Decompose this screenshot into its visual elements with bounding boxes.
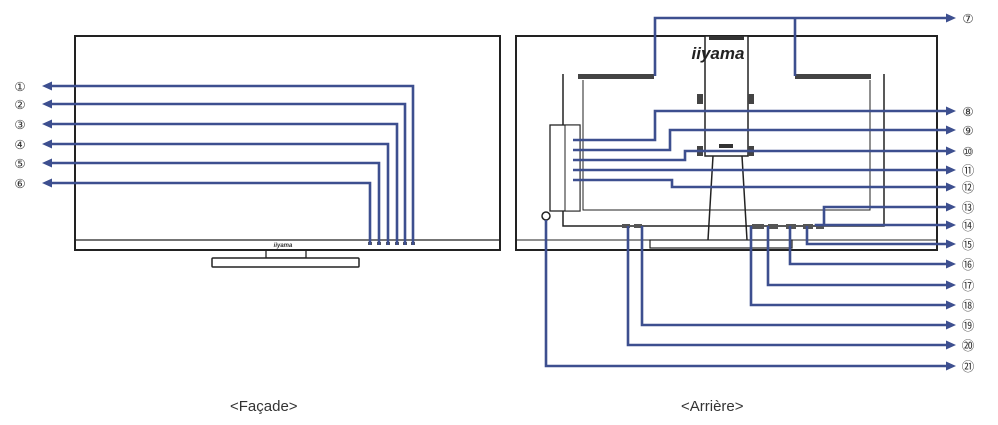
front-logo: iiyama <box>274 243 293 249</box>
rear-callout-4: ⑩ <box>962 144 973 159</box>
rear-callout-3: ⑨ <box>962 123 973 138</box>
front-callout-6: ⑥ <box>14 176 25 191</box>
rear-security-slot <box>541 211 551 221</box>
rear-callout-5: ⑪ <box>962 163 975 178</box>
front-callout-4: ④ <box>14 137 25 152</box>
rear-callout-2: ⑧ <box>962 104 973 119</box>
caption-rear: <Arrière> <box>681 398 744 415</box>
rear-vent-right <box>795 74 871 79</box>
rear-callout-10: ⑯ <box>962 257 975 272</box>
rear-callout-11: ⑰ <box>962 278 975 293</box>
front-stand-base <box>211 257 360 268</box>
front-callout-3: ③ <box>14 117 25 132</box>
front-callout-labels: ① ② ③ ④ ⑤ ⑥ <box>14 79 25 191</box>
rear-callout-13: ⑲ <box>962 318 975 333</box>
front-stand-neck <box>265 250 307 259</box>
rear-back-panel <box>582 80 871 211</box>
leader-arrowheads <box>42 13 956 371</box>
rear-callout-9: ⑮ <box>962 237 975 252</box>
rear-callout-7: ⑬ <box>962 200 975 215</box>
rear-stand-base <box>649 239 793 249</box>
rear-callout-labels: ⑦ ⑧ ⑨ ⑩ ⑪ ⑫ ⑬ ⑭ ⑮ ⑯ ⑰ ⑱ ⑲ ⑳ ㉑ <box>962 11 975 374</box>
caption-front: <Façade> <box>230 398 298 415</box>
rear-monitor: iiyama <box>515 35 938 251</box>
rear-callout-1: ⑦ <box>962 11 973 26</box>
front-callout-5: ⑤ <box>14 156 25 171</box>
rear-button-strip <box>564 124 581 212</box>
rear-callout-14: ⑳ <box>962 338 975 353</box>
rear-vent-left <box>578 74 654 79</box>
leader-lines <box>50 16 948 368</box>
rear-cable-clip <box>719 144 733 148</box>
rear-pillar-top <box>709 36 744 40</box>
rear-callout-12: ⑱ <box>962 298 975 313</box>
rear-callout-15: ㉑ <box>962 359 975 374</box>
rear-callout-6: ⑫ <box>962 180 975 195</box>
front-callout-1: ① <box>14 79 25 94</box>
rear-callout-8: ⑭ <box>962 218 975 233</box>
front-monitor: iiyama <box>74 35 501 268</box>
front-callout-2: ② <box>14 97 25 112</box>
rear-logo: iiyama <box>692 44 745 63</box>
